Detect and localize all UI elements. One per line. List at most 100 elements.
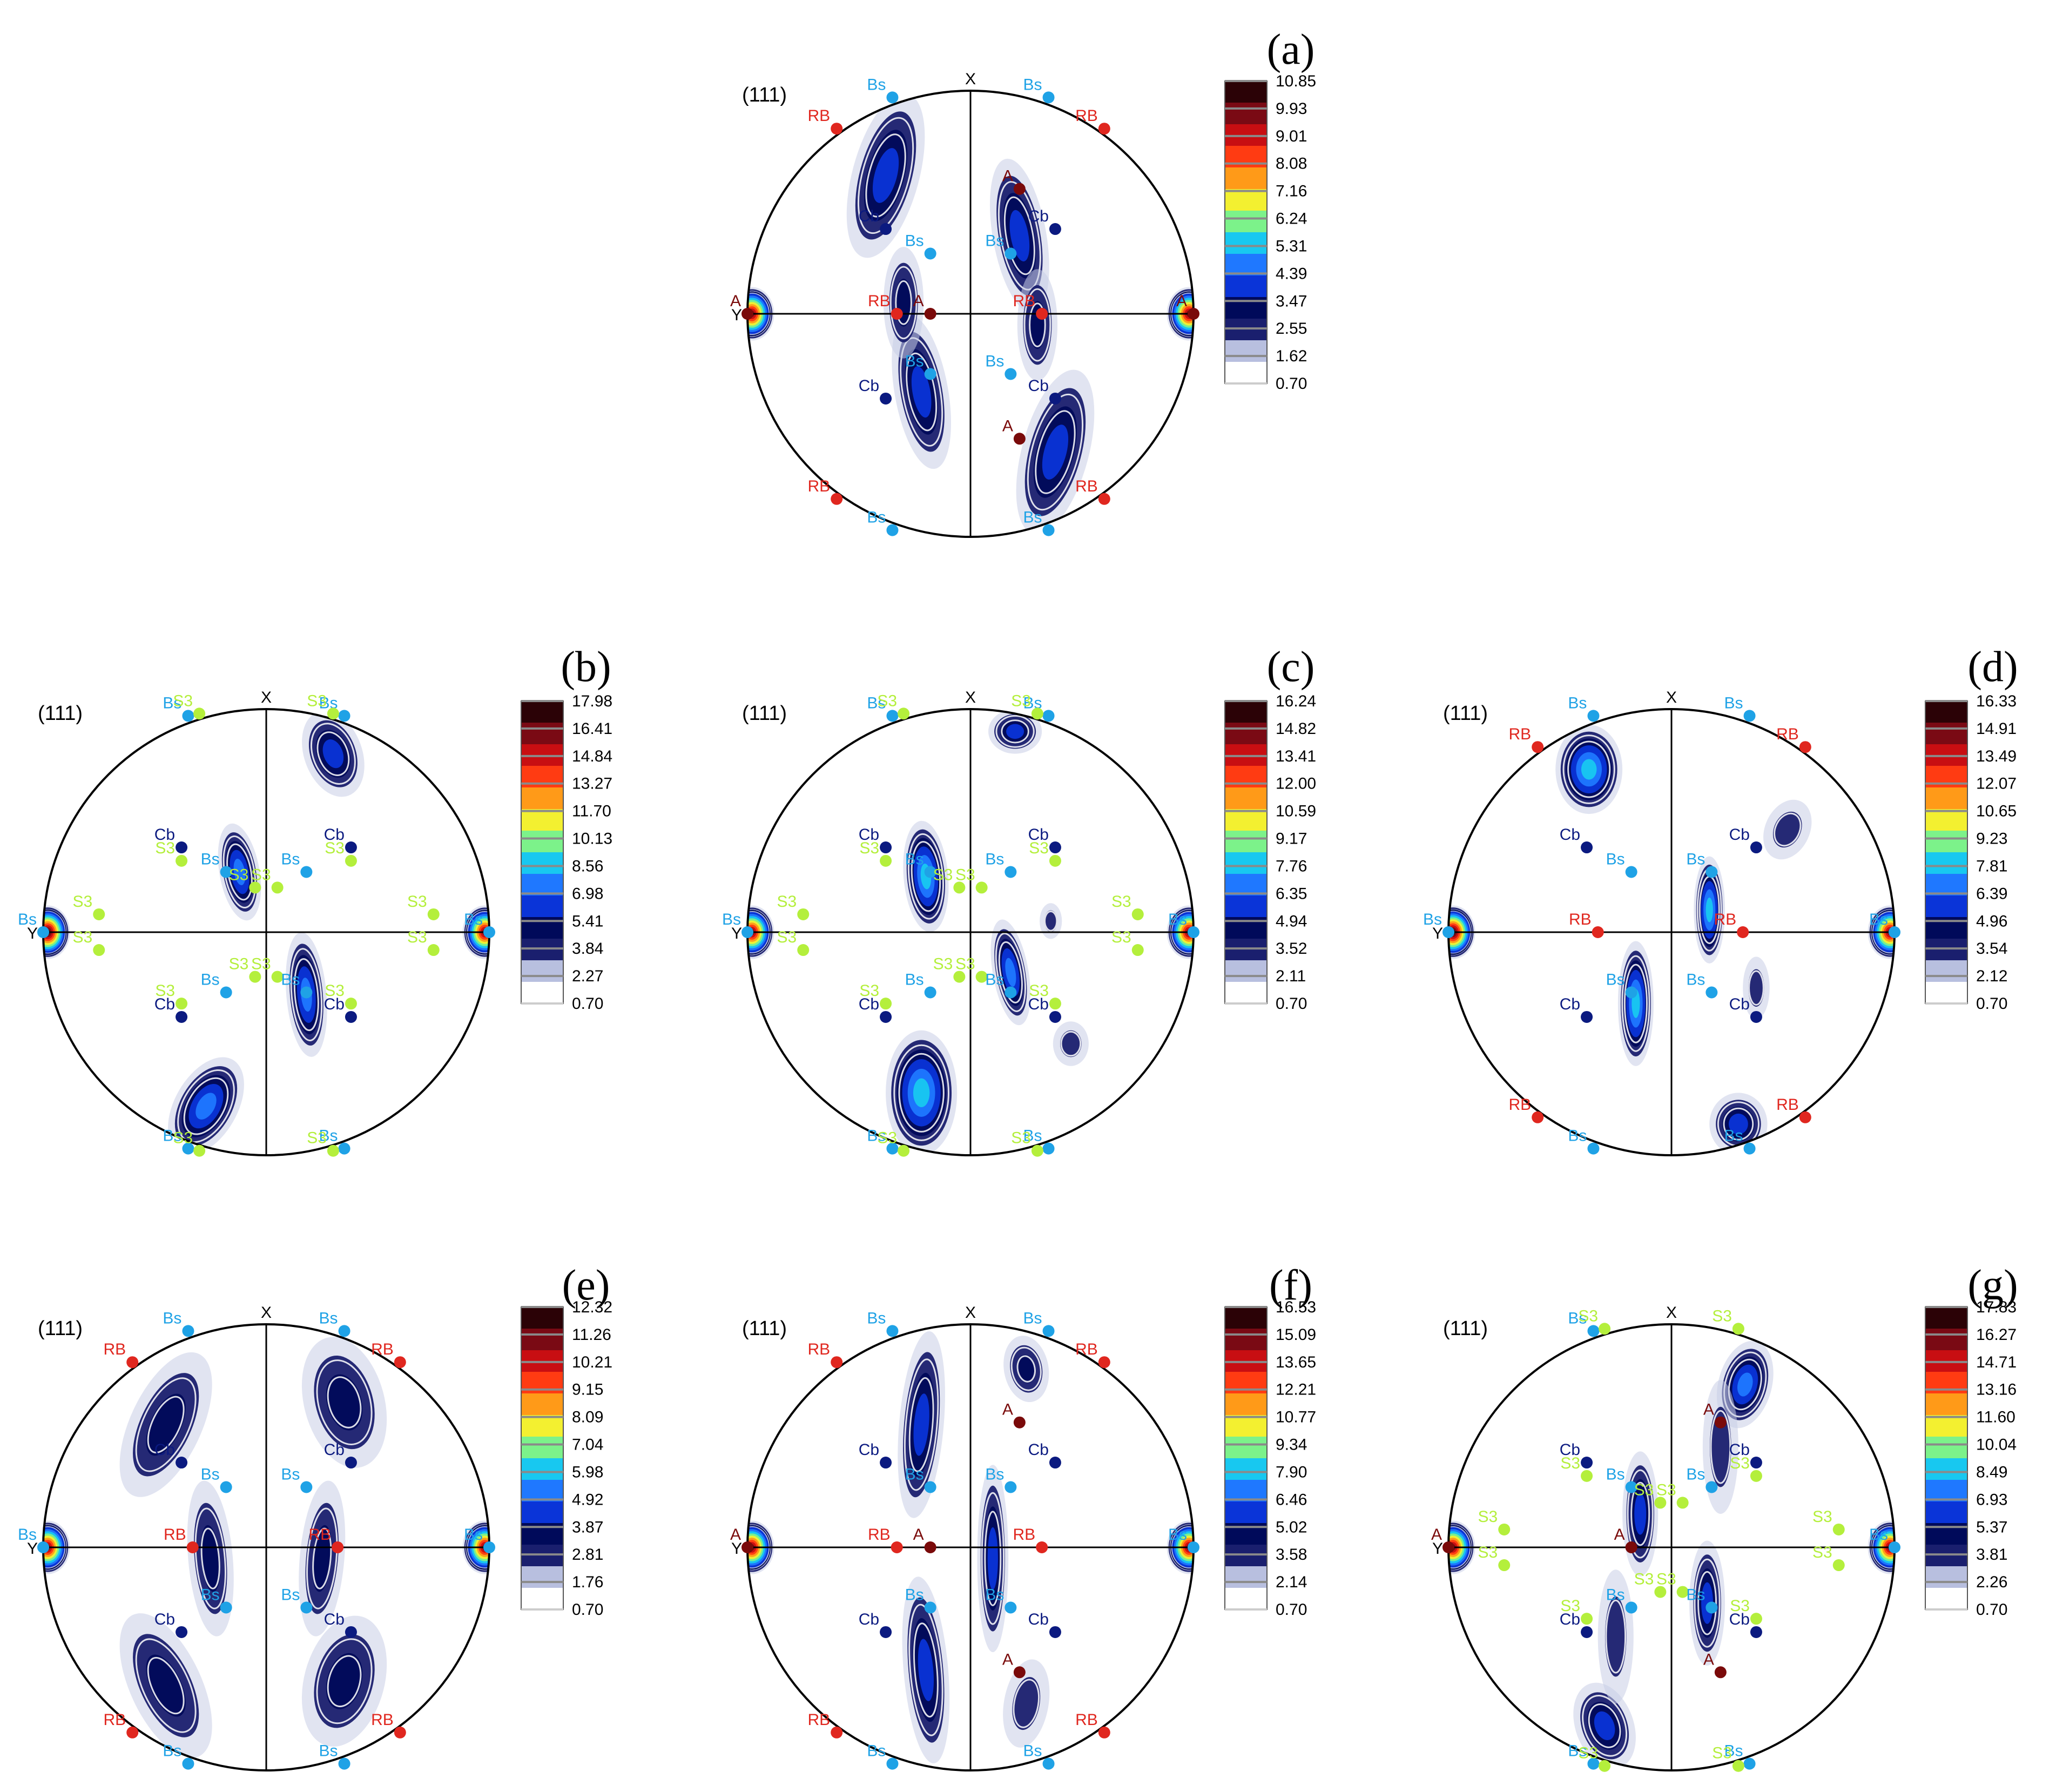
colorbar-tick-label: 15.09 bbox=[1276, 1326, 1316, 1344]
colorbar-segment bbox=[1925, 1458, 1967, 1480]
marker-dot bbox=[1049, 223, 1061, 235]
colorbar-segment bbox=[1225, 1501, 1267, 1524]
marker-label: Bs bbox=[1606, 1465, 1625, 1483]
colorbar-segment bbox=[1225, 146, 1267, 168]
colorbar-tick-label: 14.84 bbox=[572, 747, 612, 765]
marker-dot bbox=[924, 308, 936, 320]
orientation-marker: Bs bbox=[1869, 1526, 1900, 1553]
panel-label: (a) bbox=[1267, 26, 1315, 73]
orientation-marker: A bbox=[730, 1526, 753, 1553]
orientation-marker: RB bbox=[1776, 725, 1811, 753]
marker-label: S3 bbox=[1111, 893, 1131, 911]
orientation-marker: RB bbox=[808, 1711, 843, 1739]
marker-dot bbox=[1188, 308, 1199, 320]
contour-line bbox=[907, 833, 944, 920]
marker-label: S3 bbox=[859, 982, 879, 1000]
marker-dot bbox=[1442, 1541, 1454, 1553]
marker-dot bbox=[886, 1325, 899, 1337]
colorbar-segment bbox=[1925, 1545, 1967, 1567]
colorbar-segment bbox=[1925, 960, 1967, 982]
contour-line bbox=[327, 1376, 362, 1429]
marker-dot bbox=[300, 866, 313, 878]
marker-label: S3 bbox=[251, 866, 271, 884]
marker-label: S3 bbox=[1478, 1508, 1498, 1526]
colorbar-tick-label: 2.55 bbox=[1276, 320, 1307, 338]
marker-dot bbox=[891, 1541, 903, 1553]
orientation-marker: RB bbox=[308, 1526, 344, 1553]
orientation-marker: Bs bbox=[1686, 1586, 1718, 1614]
colorbar-tick-label: 8.08 bbox=[1276, 155, 1307, 173]
panel-label: (e) bbox=[562, 1262, 610, 1309]
contour-line bbox=[1774, 812, 1802, 847]
marker-dot bbox=[880, 1457, 892, 1469]
marker-label: S3 bbox=[173, 1129, 193, 1147]
marker-dot bbox=[1832, 1559, 1845, 1572]
marker-label: Bs bbox=[905, 353, 924, 370]
orientation-marker: S3 bbox=[229, 866, 261, 894]
marker-dot bbox=[176, 1457, 188, 1469]
marker-label: S3 bbox=[1011, 692, 1031, 710]
marker-dot bbox=[898, 1144, 910, 1157]
colorbar-segment bbox=[1225, 1372, 1267, 1394]
orientation-marker: Bs bbox=[867, 76, 899, 104]
orientation-marker: Cb bbox=[859, 995, 892, 1023]
marker-label: S3 bbox=[859, 839, 879, 857]
orientation-marker: Bs bbox=[722, 911, 753, 938]
orientation-marker: Cb bbox=[859, 1441, 892, 1469]
density-contour bbox=[1701, 1582, 1714, 1624]
contour-line bbox=[1605, 1599, 1627, 1674]
y-axis-label: Y bbox=[731, 1540, 742, 1558]
colorbar-segment bbox=[521, 831, 563, 853]
density-contour bbox=[1772, 811, 1802, 848]
marker-dot bbox=[1750, 1626, 1762, 1638]
marker-label: RB bbox=[808, 477, 831, 495]
orientation-marker: S3 bbox=[1812, 1508, 1845, 1535]
orientation-marker: A bbox=[913, 292, 936, 320]
colorbar-segment bbox=[1225, 1588, 1267, 1610]
colorbar-segment bbox=[521, 701, 563, 723]
orientation-marker: Cb bbox=[324, 995, 357, 1023]
colorbar-segment bbox=[1925, 874, 1967, 896]
marker-label: Cb bbox=[1729, 826, 1750, 844]
colorbar-segment bbox=[1225, 1415, 1267, 1437]
density-contour bbox=[1012, 1677, 1041, 1730]
marker-label: Cb bbox=[324, 1441, 345, 1459]
marker-dot bbox=[880, 841, 892, 854]
contour-line bbox=[147, 1396, 185, 1454]
orientation-marker: RB bbox=[1013, 292, 1048, 320]
marker-dot bbox=[797, 944, 810, 956]
marker-label: Bs bbox=[985, 1586, 1004, 1604]
colorbar-tick-label: 7.04 bbox=[572, 1436, 603, 1454]
marker-dot bbox=[271, 971, 284, 983]
marker-dot bbox=[924, 247, 936, 260]
contour-line bbox=[893, 1044, 949, 1141]
colorbar-tick-label: 12.07 bbox=[1976, 775, 2017, 793]
colorbar-segment bbox=[521, 960, 563, 982]
orientation-marker: RB bbox=[808, 1340, 843, 1369]
colorbar-segment bbox=[1225, 1566, 1267, 1588]
marker-dot bbox=[1005, 986, 1017, 999]
plane-label: (111) bbox=[38, 1317, 83, 1340]
orientation-marker: RB bbox=[868, 1526, 903, 1553]
orientation-marker: S3 bbox=[229, 955, 261, 983]
contour-line bbox=[995, 715, 1035, 748]
colorbar-segment bbox=[1925, 831, 1967, 853]
marker-dot bbox=[831, 123, 843, 135]
marker-dot bbox=[1706, 866, 1718, 878]
marker-dot bbox=[880, 392, 892, 405]
marker-dot bbox=[249, 881, 261, 894]
plane-label: (111) bbox=[1443, 1317, 1488, 1340]
contour-line bbox=[1723, 1107, 1754, 1141]
marker-label: S3 bbox=[933, 955, 953, 973]
plane-label: (111) bbox=[742, 1317, 787, 1340]
contour-line bbox=[194, 1507, 226, 1609]
orientation-marker: Cb bbox=[1028, 377, 1061, 405]
marker-label: Cb bbox=[859, 1441, 879, 1459]
orientation-marker: Cb bbox=[1028, 826, 1061, 854]
orientation-marker: Bs bbox=[281, 850, 313, 878]
marker-label: Bs bbox=[1023, 1127, 1042, 1145]
marker-dot bbox=[1737, 926, 1749, 938]
density-contour bbox=[1594, 1711, 1615, 1740]
marker-dot bbox=[1005, 247, 1017, 260]
